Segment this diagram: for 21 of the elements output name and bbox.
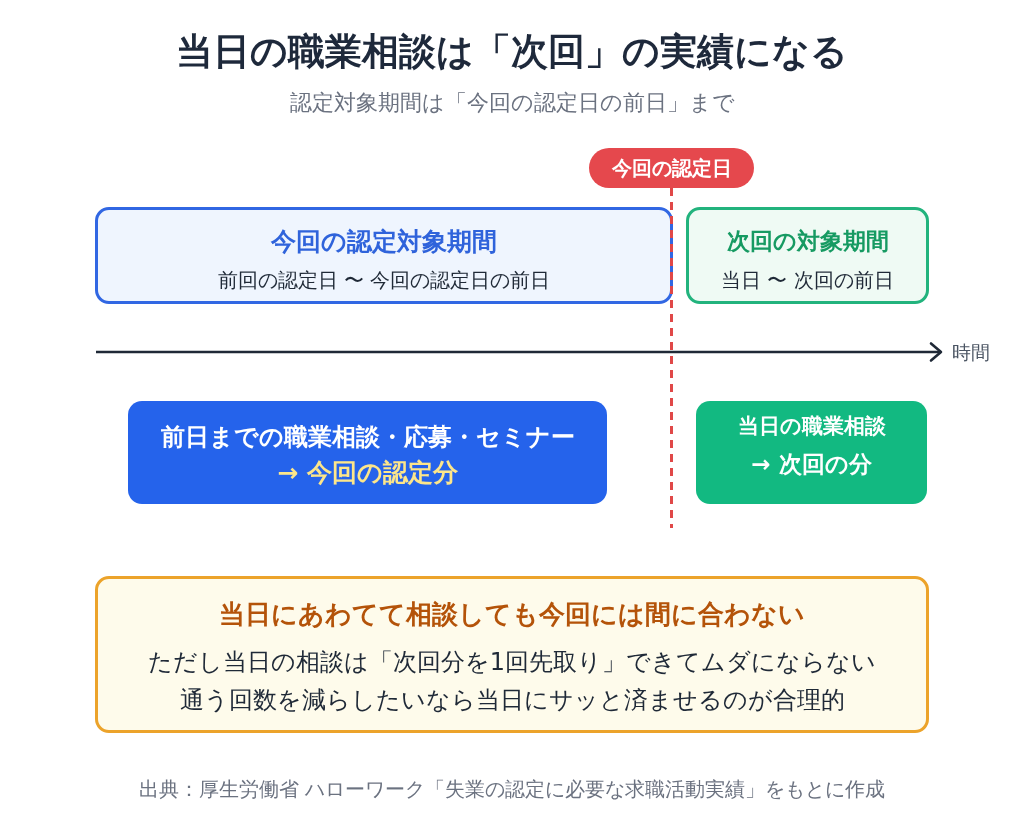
period-title: 次回の対象期間 <box>726 228 889 256</box>
warning-heading: 当日にあわてて相談しても今回には間に合わない <box>219 599 805 631</box>
note-text: ただし当日の相談は「次回分を1回先取り」できてムダにならない <box>147 647 877 677</box>
date-range-text: 当日 〜 次回の前日 <box>721 268 894 292</box>
period-card <box>686 207 929 304</box>
result-text: → 次回の分 <box>751 451 872 479</box>
summary-card <box>95 576 929 733</box>
title: 当日の職業相談は「次回」の実績になる <box>176 29 848 75</box>
period-title: 今回の認定対象期間 <box>271 227 497 257</box>
activity-card <box>696 401 927 504</box>
activity-text: 前日までの職業相談・応募・セミナー <box>160 422 575 452</box>
period-card <box>95 207 673 304</box>
date-range-text: 前回の認定日 〜 今回の認定日の前日 <box>217 268 551 292</box>
source-note: 出典：厚生労働省 ハローワーク「失業の認定に必要な求職活動実績」をもとに作成 <box>138 777 886 801</box>
note-text: 通う回数を減らしたいなら当日にサッと済ませるのが合理的 <box>179 685 845 715</box>
activity-text: 当日の職業相談 <box>737 414 886 440</box>
subtitle: 認定対象期間は「今回の認定日の前日」まで <box>289 89 735 117</box>
result-text: → 今回の認定分 <box>277 458 458 488</box>
axis-label: 時間 <box>952 340 990 364</box>
activity-card <box>128 401 607 504</box>
date-badge: 今回の認定日 <box>589 148 754 188</box>
